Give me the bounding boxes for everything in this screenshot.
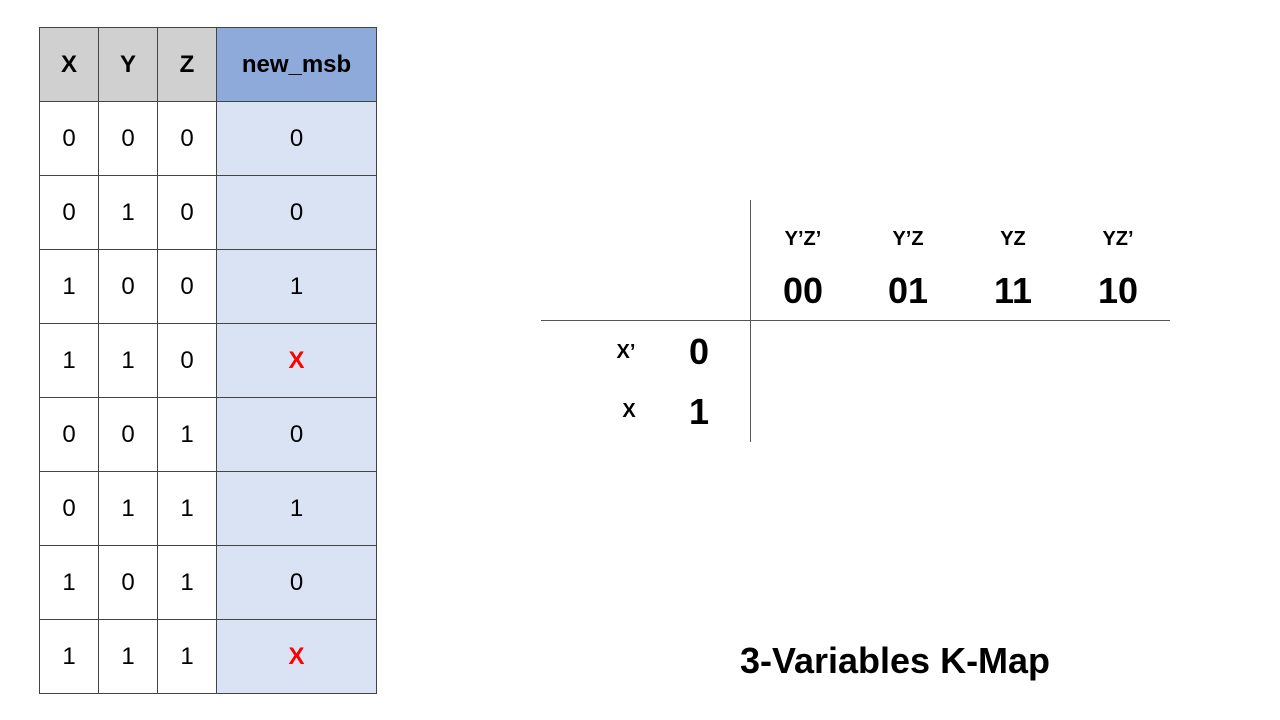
cell-z: 1 bbox=[157, 397, 217, 472]
cell-new-msb: X bbox=[216, 619, 377, 694]
cell-new-msb: X bbox=[216, 323, 377, 398]
cell-x: 0 bbox=[39, 471, 99, 546]
cell-x: 1 bbox=[39, 545, 99, 620]
cell-z: 1 bbox=[157, 619, 217, 694]
cell-new-msb: 0 bbox=[216, 175, 377, 250]
kmap-col-literal: Y’Z bbox=[892, 228, 924, 250]
cell-z: 0 bbox=[157, 101, 217, 176]
cell-x: 1 bbox=[39, 323, 99, 398]
kmap-col-code: 11 bbox=[993, 270, 1033, 311]
cell-new-msb: 0 bbox=[216, 101, 377, 176]
header-new-msb: new_msb bbox=[216, 27, 377, 102]
cell-x: 0 bbox=[39, 397, 99, 472]
cell-y: 0 bbox=[98, 249, 158, 324]
kmap-col-code: 01 bbox=[887, 270, 929, 311]
cell-x: 1 bbox=[39, 619, 99, 694]
kmap-col-code: 00 bbox=[782, 270, 824, 311]
cell-y: 1 bbox=[98, 175, 158, 250]
truth-table-header-row: X Y Z new_msb bbox=[39, 27, 377, 102]
cell-y: 0 bbox=[98, 545, 158, 620]
kmap-row-code: 0 bbox=[688, 331, 710, 372]
cell-z: 0 bbox=[157, 249, 217, 324]
kmap-col-literal: YZ’ bbox=[1102, 228, 1134, 250]
kmap-row-literal: X’ bbox=[616, 341, 636, 363]
cell-x: 1 bbox=[39, 249, 99, 324]
cell-z: 1 bbox=[157, 471, 217, 546]
cell-z: 0 bbox=[157, 323, 217, 398]
cell-y: 0 bbox=[98, 397, 158, 472]
header-x: X bbox=[39, 27, 99, 102]
cell-new-msb: 1 bbox=[216, 249, 377, 324]
kmap-col-literal: YZ bbox=[1000, 228, 1026, 250]
cell-y: 0 bbox=[98, 101, 158, 176]
kmap-col-literal: Y’Z’ bbox=[784, 228, 822, 250]
cell-z: 1 bbox=[157, 545, 217, 620]
kmap-row-literal: X bbox=[622, 400, 636, 422]
kmap-horizontal-divider bbox=[541, 320, 1170, 321]
kmap-row-code: 1 bbox=[688, 391, 710, 432]
cell-new-msb: 1 bbox=[216, 471, 377, 546]
cell-new-msb: 0 bbox=[216, 545, 377, 620]
kmap-col-code: 10 bbox=[1097, 270, 1139, 311]
cell-y: 1 bbox=[98, 323, 158, 398]
cell-new-msb: 0 bbox=[216, 397, 377, 472]
cell-y: 1 bbox=[98, 619, 158, 694]
kmap-title: 3-Variables K-Map bbox=[739, 640, 1051, 681]
cell-y: 1 bbox=[98, 471, 158, 546]
kmap-vertical-divider bbox=[750, 200, 751, 442]
